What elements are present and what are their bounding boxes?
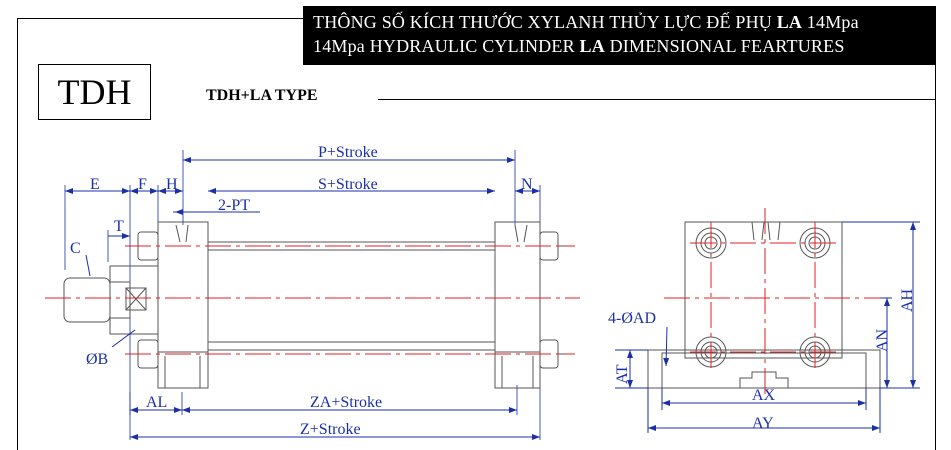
model-code: TDH — [57, 72, 132, 112]
end-foot-notch — [739, 371, 789, 388]
label-e: E — [90, 176, 100, 193]
end-dimensions — [615, 221, 920, 433]
label-ay: AY — [752, 415, 774, 432]
label-za-stroke: ZA+Stroke — [310, 394, 382, 411]
side-view — [63, 150, 565, 440]
label-z-stroke: Z+Stroke — [300, 421, 361, 438]
rod-end-cap — [63, 277, 111, 323]
model-code-box: TDH — [38, 64, 151, 120]
label-ah: AH — [899, 288, 916, 312]
label-t: T — [114, 218, 124, 235]
label-n: N — [521, 176, 533, 193]
end-foot — [647, 349, 881, 389]
label-al: AL — [146, 394, 167, 411]
label-h: H — [166, 176, 178, 193]
rear-foot — [494, 351, 541, 389]
title-english: 14Mpa HYDRAULIC CYLINDER LA DIMENSIONAL … — [313, 36, 845, 56]
label-f: F — [138, 176, 147, 193]
label-4-ad: 4-ØAD — [608, 310, 656, 327]
front-foot — [157, 351, 209, 389]
label-ob: ØB — [86, 351, 108, 368]
side-dimensions — [65, 157, 540, 440]
end-view — [647, 221, 881, 389]
type-label: TDH+LA TYPE — [206, 87, 318, 104]
rod-nut — [109, 265, 159, 335]
label-s-stroke: S+Stroke — [318, 176, 378, 193]
label-p-stroke: P+Stroke — [318, 144, 378, 161]
label-c: C — [70, 240, 81, 257]
type-underline — [378, 99, 936, 100]
label-at: AT — [614, 364, 631, 384]
end-centerlines — [664, 208, 880, 395]
side-centerlines — [45, 245, 580, 355]
title-banner: THÔNG SỐ KÍCH THƯỚC XYLANH THỦY LỰC ĐẾ P… — [303, 6, 936, 65]
label-an: AN — [874, 328, 891, 352]
extension-lines — [64, 150, 541, 440]
label-2pt: 2-PT — [218, 197, 250, 214]
rod-bushing — [125, 287, 147, 311]
rod — [109, 281, 131, 319]
label-ax: AX — [752, 387, 776, 404]
title-vietnamese: THÔNG SỐ KÍCH THƯỚC XYLANH THỦY LỰC ĐẾ P… — [313, 12, 859, 32]
